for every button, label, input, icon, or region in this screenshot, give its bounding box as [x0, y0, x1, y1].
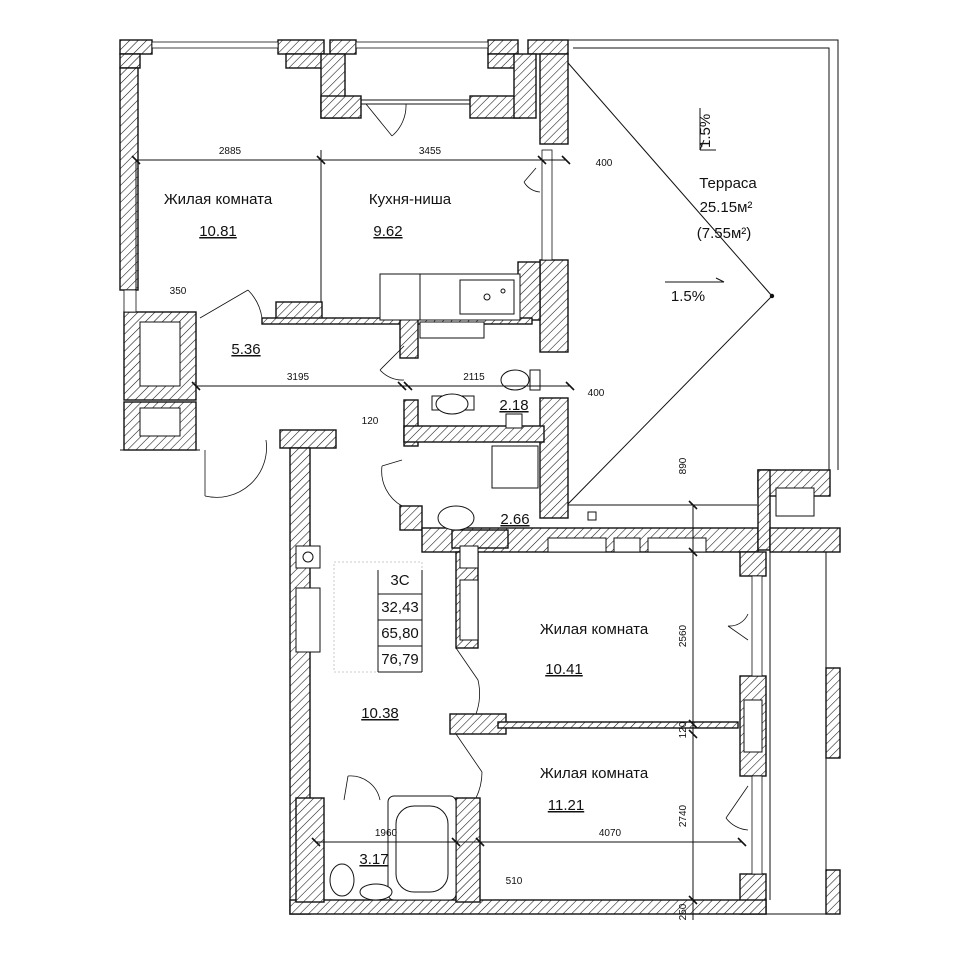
dim-120-b: 120 — [678, 721, 689, 738]
toilet-icon — [500, 369, 530, 391]
apt-type: 3С — [390, 572, 409, 589]
room-area-bath-mid: 2.66 — [500, 511, 529, 528]
doors — [199, 103, 749, 831]
dim-3195: 3195 — [287, 372, 310, 383]
dim-250: 250 — [678, 903, 689, 920]
fixtures — [295, 273, 641, 901]
terrace-slope-mid: 1.5% — [671, 288, 705, 305]
room-area-kitchen: 9.62 — [373, 223, 402, 240]
dimension-labels: 2885 3455 400 350 3195 2115 120 400 890 … — [170, 146, 689, 920]
room-area-bath-bottom: 3.17 — [359, 851, 388, 868]
slope-arrows — [665, 108, 725, 283]
terrace-area: 25.15м² — [700, 199, 753, 216]
dim-2560: 2560 — [678, 624, 689, 647]
walls — [119, 39, 841, 915]
room-area-corridor: 10.38 — [361, 705, 399, 722]
room-area-wc-small: 2.18 — [499, 397, 528, 414]
windows — [123, 41, 827, 900]
room-area-hall: 5.36 — [231, 341, 260, 358]
dimension-lines — [131, 150, 747, 920]
toilet-icon-2 — [329, 863, 355, 897]
apartment-table: 3С 32,43 65,80 76,79 — [333, 561, 423, 673]
apt-living-area: 32,43 — [381, 599, 419, 616]
apt-total-area: 65,80 — [381, 625, 419, 642]
terrace-area-reduced: (7.55м²) — [697, 225, 752, 242]
dim-1960: 1960 — [375, 828, 398, 839]
room-area-living-top: 10.81 — [199, 223, 237, 240]
dim-400-top: 400 — [596, 158, 613, 169]
sink-icon — [435, 393, 469, 415]
dim-400-mid: 400 — [588, 388, 605, 399]
dim-510: 510 — [506, 876, 523, 887]
room-name-kitchen: Кухня-ниша — [369, 191, 452, 208]
dim-2115: 2115 — [463, 372, 485, 383]
dim-2885: 2885 — [219, 146, 242, 157]
room-area-living-bottom: 11.21 — [548, 797, 584, 814]
dim-4070: 4070 — [599, 828, 622, 839]
apt-total-with-terrace: 76,79 — [381, 651, 419, 668]
dim-2740: 2740 — [678, 804, 689, 827]
shower-icon — [491, 445, 539, 489]
room-name-living-mid: Жилая комната — [540, 621, 649, 638]
terrace-name: Терраса — [699, 175, 757, 192]
sink-icon-2 — [437, 505, 475, 531]
room-name-living-bottom: Жилая комната — [540, 765, 649, 782]
dim-350: 350 — [170, 286, 187, 297]
sink-icon-3 — [359, 883, 393, 901]
room-labels: Жилая комната 10.81 Кухня-ниша 9.62 5.36… — [164, 114, 758, 868]
dim-120-a: 120 — [362, 416, 379, 427]
dim-3455: 3455 — [419, 146, 442, 157]
room-area-living-mid: 10.41 — [545, 661, 583, 678]
room-name-living-top: Жилая комната — [164, 191, 273, 208]
dim-890: 890 — [678, 457, 689, 474]
kitchen-sink-icon — [459, 279, 515, 315]
terrace-slope-top: 1.5% — [697, 114, 714, 148]
terrace — [561, 39, 839, 506]
